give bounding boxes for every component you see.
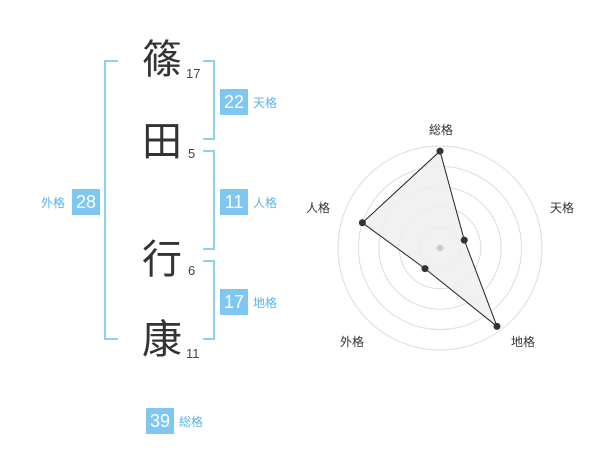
name-char-4: 康 bbox=[142, 317, 182, 363]
chikaku-value: 17 bbox=[220, 289, 248, 315]
radar-ring bbox=[337, 145, 543, 351]
name-char-2: 田 bbox=[142, 119, 182, 165]
jinkaku-value: 11 bbox=[220, 189, 248, 215]
chikaku-bracket bbox=[203, 260, 215, 340]
radar-point-2 bbox=[460, 236, 468, 244]
axis-label-gaikaku: 外格 bbox=[340, 334, 364, 349]
stroke-count-2: 5 bbox=[188, 146, 196, 161]
stroke-count-1: 17 bbox=[186, 66, 201, 81]
radar-point-3 bbox=[493, 322, 501, 330]
radar-polygon bbox=[361, 150, 499, 328]
axis-label-tenkaku: 天格 bbox=[550, 200, 574, 215]
tenkaku-bracket bbox=[203, 60, 215, 140]
axis-label-soukaku: 総格 bbox=[429, 122, 453, 137]
radar-point-1 bbox=[436, 147, 444, 155]
radar-point-4 bbox=[421, 265, 429, 273]
tenkaku-label: 天格 bbox=[253, 96, 278, 110]
name-char-1: 篠 bbox=[142, 37, 182, 83]
gaikaku-label: 外格 bbox=[41, 196, 66, 210]
radar-center-dot bbox=[436, 244, 444, 252]
tenkaku-value: 22 bbox=[220, 89, 248, 115]
gaikaku-bracket bbox=[104, 60, 118, 340]
axis-label-chikaku: 地格 bbox=[511, 334, 535, 349]
chikaku-label: 地格 bbox=[253, 296, 278, 310]
stroke-count-3: 6 bbox=[188, 263, 196, 278]
axis-label-jinkaku: 人格 bbox=[306, 200, 330, 215]
stroke-count-4: 11 bbox=[186, 346, 200, 361]
radar-point-5 bbox=[358, 219, 366, 227]
name-char-3: 行 bbox=[142, 237, 182, 283]
gaikaku-value: 28 bbox=[72, 189, 100, 215]
jinkaku-bracket bbox=[203, 150, 215, 250]
jinkaku-label: 人格 bbox=[253, 196, 278, 210]
soukaku-label: 総格 bbox=[179, 415, 204, 429]
soukaku-value: 39 bbox=[146, 408, 174, 434]
